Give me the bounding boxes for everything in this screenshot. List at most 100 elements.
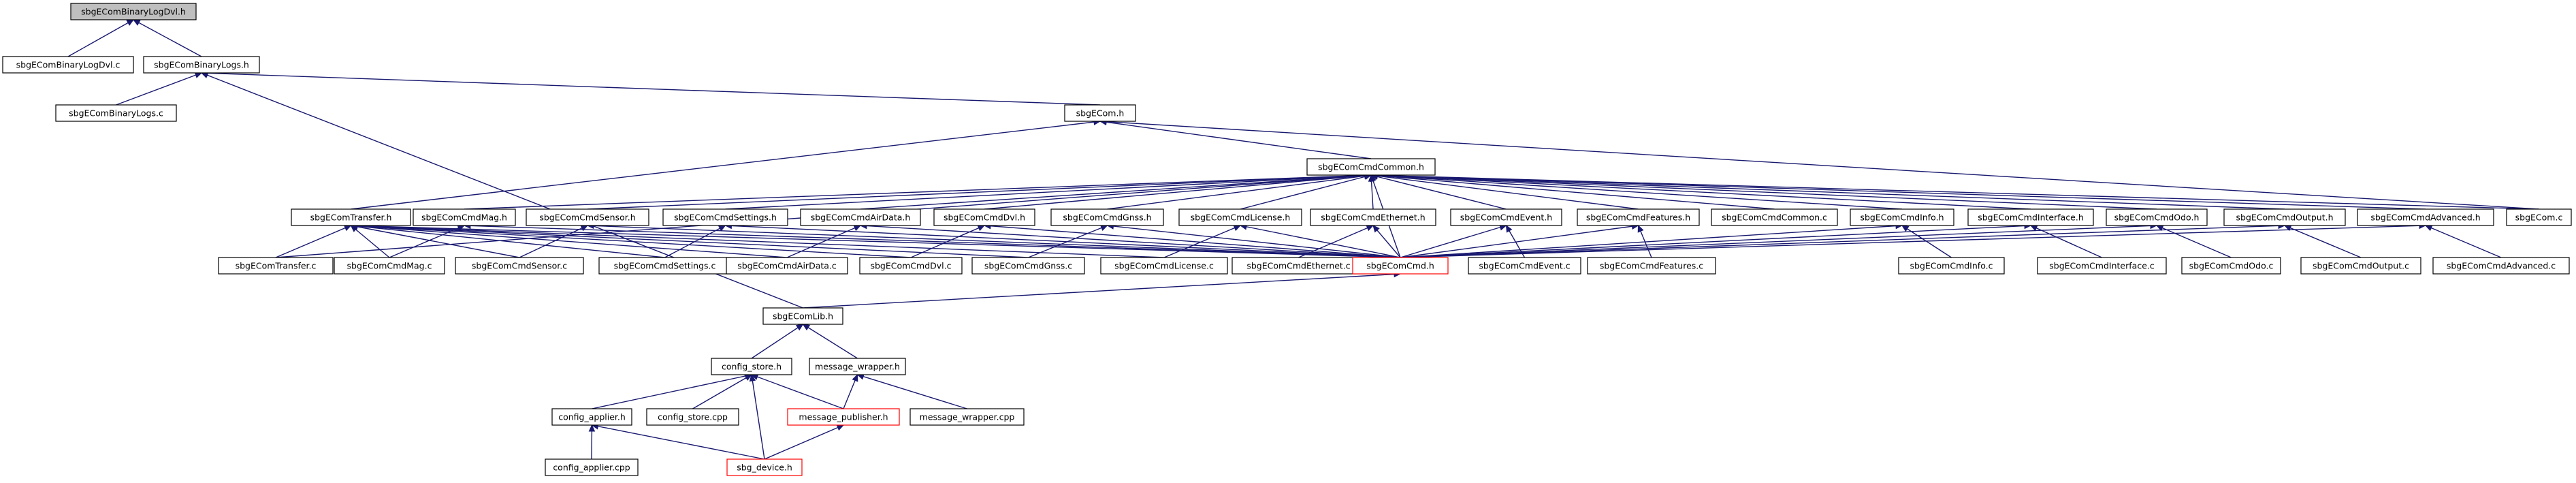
node-cmdcommonc[interactable]: sbgEComCmdCommon.c	[1711, 208, 1838, 226]
node-msgwrapcpp[interactable]: message_wrapper.cpp	[909, 408, 1025, 426]
node-outputc[interactable]: sbgEComCmdOutput.c	[2300, 257, 2421, 275]
node-box[interactable]	[1352, 257, 1449, 275]
node-box[interactable]	[800, 208, 921, 226]
node-box[interactable]	[1050, 208, 1164, 226]
node-box[interactable]	[646, 408, 739, 426]
node-sensorc[interactable]: sbgEComCmdSensor.c	[455, 257, 584, 275]
node-box[interactable]	[455, 257, 584, 275]
node-dvlc[interactable]: sbgEComCmdDvl.c	[859, 257, 963, 275]
node-box[interactable]	[762, 307, 843, 325]
node-box[interactable]	[2300, 257, 2421, 275]
node-box[interactable]	[711, 358, 792, 375]
node-msgwraph[interactable]: message_wrapper.h	[809, 358, 906, 375]
node-box[interactable]	[70, 3, 197, 20]
node-box[interactable]	[2223, 208, 2346, 226]
node-magh[interactable]: sbgEComCmdMag.h	[413, 208, 516, 226]
node-eventc[interactable]: sbgEComCmdEvent.c	[1468, 257, 1581, 275]
node-cfgstoreh[interactable]: config_store.h	[711, 358, 792, 375]
node-box[interactable]	[2357, 208, 2494, 226]
node-eventh[interactable]: sbgEComCmdEvent.h	[1450, 208, 1562, 226]
node-box[interactable]	[726, 257, 848, 275]
node-cmdh[interactable]: sbgEComCmd.h	[1352, 257, 1449, 275]
node-licensec[interactable]: sbgEComCmdLicense.c	[1100, 257, 1228, 275]
node-airdatac[interactable]: sbgEComCmdAirData.c	[726, 257, 848, 275]
node-box[interactable]	[1310, 208, 1436, 226]
node-box[interactable]	[1898, 257, 2005, 275]
node-gnssc[interactable]: sbgEComCmdGnss.c	[971, 257, 1085, 275]
node-cmdcommonh[interactable]: sbgEComCmdCommon.h	[1306, 158, 1436, 176]
node-box[interactable]	[1450, 208, 1562, 226]
node-infoh[interactable]: sbgEComCmdInfo.h	[1850, 208, 1954, 226]
node-box[interactable]	[1468, 257, 1581, 275]
node-bldvlc[interactable]: sbgEComBinaryLogDvl.c	[2, 56, 134, 74]
node-ethernetc[interactable]: sbgEComCmdEthernet.c	[1231, 257, 1366, 275]
node-blc[interactable]: sbgEComBinaryLogs.c	[55, 104, 177, 122]
node-box[interactable]	[787, 408, 900, 426]
node-box[interactable]	[551, 408, 632, 426]
node-box[interactable]	[413, 208, 516, 226]
node-ethernetc_h[interactable]: sbgEComCmdEthernet.h	[1310, 208, 1436, 226]
node-box[interactable]	[55, 104, 177, 122]
node-blh[interactable]: sbgEComBinaryLogs.h	[143, 56, 260, 74]
node-ecomh[interactable]: sbgECom.h	[1064, 104, 1136, 122]
node-featuresh[interactable]: sbgEComCmdFeatures.h	[1577, 208, 1700, 226]
node-box[interactable]	[1850, 208, 1954, 226]
node-box[interactable]	[2037, 257, 2167, 275]
node-box[interactable]	[662, 208, 788, 226]
node-odoc[interactable]: sbgEComCmdOdo.c	[2181, 257, 2281, 275]
node-box[interactable]	[2, 56, 134, 74]
node-sensorh[interactable]: sbgEComCmdSensor.h	[526, 208, 649, 226]
node-box[interactable]	[1577, 208, 1700, 226]
node-box[interactable]	[526, 208, 649, 226]
node-box[interactable]	[1306, 158, 1436, 176]
node-transferc[interactable]: sbgEComTransfer.c	[218, 257, 334, 275]
node-settingsh[interactable]: sbgEComCmdSettings.h	[662, 208, 788, 226]
node-cfgappliercpp[interactable]: config_applier.cpp	[545, 458, 639, 476]
node-box[interactable]	[1064, 104, 1136, 122]
node-box[interactable]	[909, 408, 1025, 426]
node-settingsc[interactable]: sbgEComCmdSettings.c	[598, 257, 731, 275]
node-box[interactable]	[143, 56, 260, 74]
node-magc[interactable]: sbgEComCmdMag.c	[334, 257, 445, 275]
node-box[interactable]	[2432, 257, 2570, 275]
node-box[interactable]	[334, 257, 445, 275]
node-box[interactable]	[1967, 208, 2094, 226]
node-box[interactable]	[1178, 208, 1302, 226]
node-cfgstorecpp[interactable]: config_store.cpp	[646, 408, 739, 426]
node-cfgapplierh[interactable]: config_applier.h	[551, 408, 632, 426]
node-box[interactable]	[809, 358, 906, 375]
node-dvlh[interactable]: sbgEComCmdDvl.h	[933, 208, 1035, 226]
node-advancedc[interactable]: sbgEComCmdAdvanced.c	[2432, 257, 2570, 275]
node-gnssh[interactable]: sbgEComCmdGnss.h	[1050, 208, 1164, 226]
node-transferh[interactable]: sbgEComTransfer.h	[291, 208, 411, 226]
node-licenseh[interactable]: sbgEComCmdLicense.h	[1178, 208, 1302, 226]
node-box[interactable]	[218, 257, 334, 275]
node-box[interactable]	[2181, 257, 2281, 275]
node-box[interactable]	[291, 208, 411, 226]
node-box[interactable]	[1100, 257, 1228, 275]
node-infoc[interactable]: sbgEComCmdInfo.c	[1898, 257, 2005, 275]
arrowhead	[200, 72, 209, 78]
node-sbgdeviceh[interactable]: sbg_device.h	[726, 458, 803, 476]
node-box[interactable]	[2106, 208, 2208, 226]
node-box[interactable]	[859, 257, 963, 275]
node-box[interactable]	[971, 257, 1085, 275]
node-featuresc[interactable]: sbgEComCmdFeatures.c	[1587, 257, 1716, 275]
node-box[interactable]	[933, 208, 1035, 226]
node-airdatah[interactable]: sbgEComCmdAirData.h	[800, 208, 921, 226]
node-libh[interactable]: sbgEComLib.h	[762, 307, 843, 325]
node-box[interactable]	[1587, 257, 1716, 275]
node-msgpubh[interactable]: message_publisher.h	[787, 408, 900, 426]
node-box[interactable]	[1711, 208, 1838, 226]
node-outputh[interactable]: sbgEComCmdOutput.h	[2223, 208, 2346, 226]
node-interfacec[interactable]: sbgEComCmdInterface.c	[2037, 257, 2167, 275]
node-box[interactable]	[726, 458, 803, 476]
node-ecomc[interactable]: sbgECom.c	[2506, 208, 2572, 226]
node-box[interactable]	[2506, 208, 2572, 226]
node-root[interactable]: sbgEComBinaryLogDvl.h	[70, 3, 197, 20]
node-box[interactable]	[545, 458, 639, 476]
node-box[interactable]	[598, 257, 731, 275]
node-interfaceh[interactable]: sbgEComCmdInterface.h	[1967, 208, 2094, 226]
node-advancedh[interactable]: sbgEComCmdAdvanced.h	[2357, 208, 2494, 226]
node-odoh[interactable]: sbgEComCmdOdo.h	[2106, 208, 2208, 226]
